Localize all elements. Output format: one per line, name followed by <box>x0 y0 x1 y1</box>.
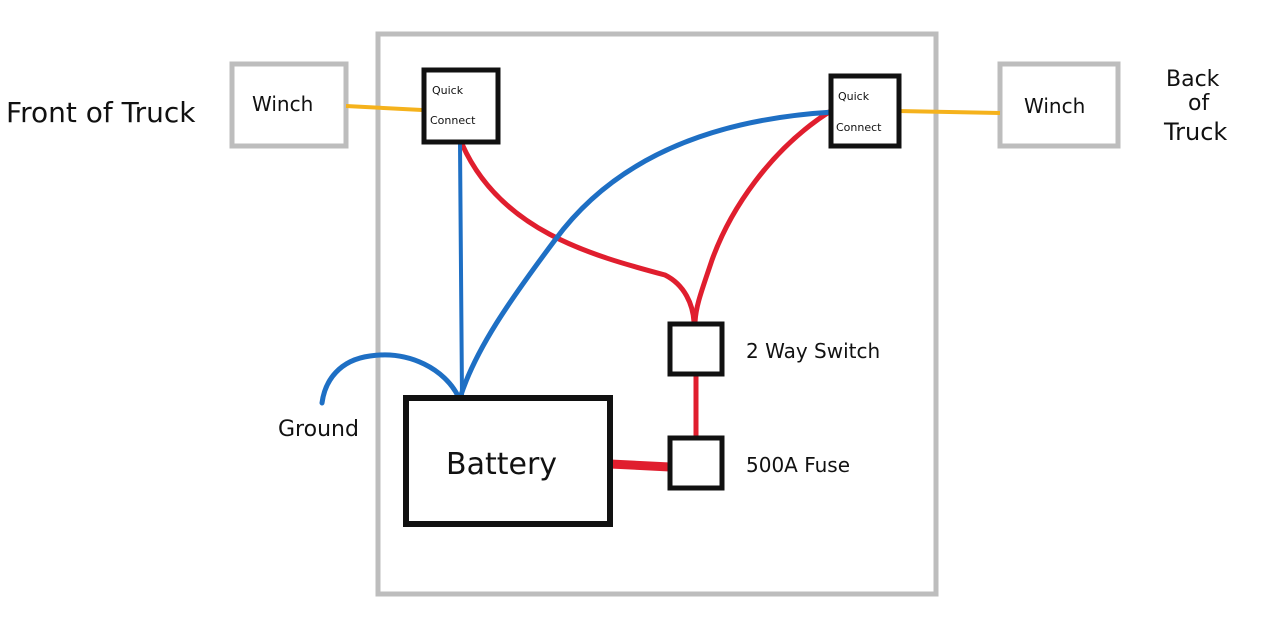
quick-connect-back-label-line1: Quick <box>838 90 870 103</box>
quick-connect-front-label-line2: Connect <box>430 114 476 127</box>
red-wire-front-connect-to-switch <box>459 141 697 325</box>
back-of-truck-label-line2: of <box>1188 91 1210 116</box>
blue-wire-ground <box>319 352 461 406</box>
quick-connect-back-label-line2: Connect <box>836 121 882 134</box>
back-of-truck-label-line3: Truck <box>1163 118 1227 146</box>
fuse-box <box>667 435 725 491</box>
battery-label: Battery <box>446 447 557 482</box>
red-wire-back-connect-to-switch <box>692 109 832 325</box>
blue-wire-back-connect-to-battery <box>457 109 836 401</box>
quick-connect-back-box <box>828 73 902 149</box>
back-of-truck-label-line1: Back <box>1166 67 1220 92</box>
enclosure-frame <box>375 31 939 597</box>
red-wire-battery-to-fuse <box>605 459 675 472</box>
blue-wire-front-connect-to-battery <box>458 142 464 400</box>
winch-back-box <box>997 61 1121 149</box>
quick-connect-front-box <box>421 67 501 145</box>
battery-box <box>403 395 613 527</box>
winch-lead-front <box>345 104 423 112</box>
quick-connect-front-label-line1: Quick <box>432 84 464 97</box>
ground-label: Ground <box>278 417 359 442</box>
winch-front-box <box>229 61 349 149</box>
two-way-switch-label: 2 Way Switch <box>746 339 880 363</box>
winch-front-label: Winch <box>252 92 313 116</box>
front-of-truck-label: Front of Truck <box>6 96 196 129</box>
winch-lead-back <box>897 109 1001 115</box>
fuse-label: 500A Fuse <box>746 453 850 477</box>
two-way-switch-box <box>667 321 725 377</box>
winch-back-label: Winch <box>1024 94 1085 118</box>
